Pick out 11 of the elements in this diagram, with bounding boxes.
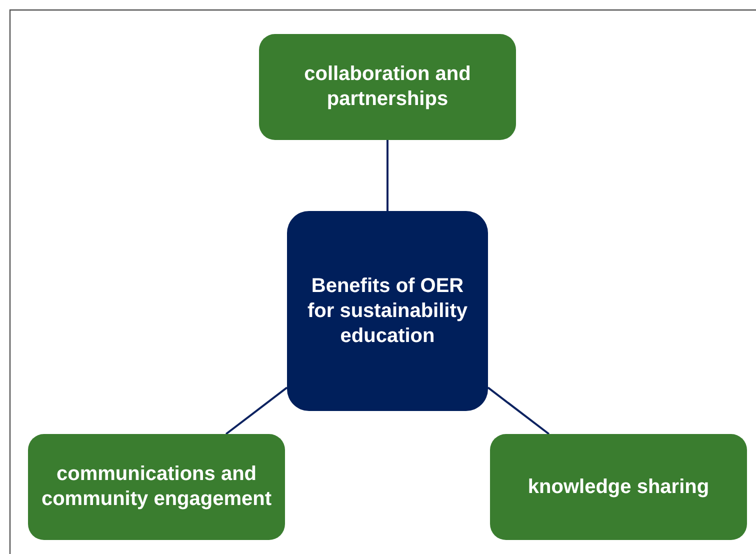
node-label: collaboration and partnerships bbox=[303, 62, 472, 112]
benefit-box bbox=[490, 434, 747, 540]
benefit-box bbox=[28, 434, 285, 540]
node-label: communications and community engagement bbox=[40, 462, 273, 512]
connector-line bbox=[225, 386, 288, 435]
connector-line bbox=[487, 386, 550, 435]
node-label: Benefits of OER for sustainability education bbox=[306, 274, 469, 348]
benefit-box bbox=[259, 34, 516, 140]
connector-line bbox=[386, 140, 388, 211]
node-label: knowledge sharing bbox=[528, 474, 710, 500]
central-topic-box bbox=[287, 211, 488, 411]
